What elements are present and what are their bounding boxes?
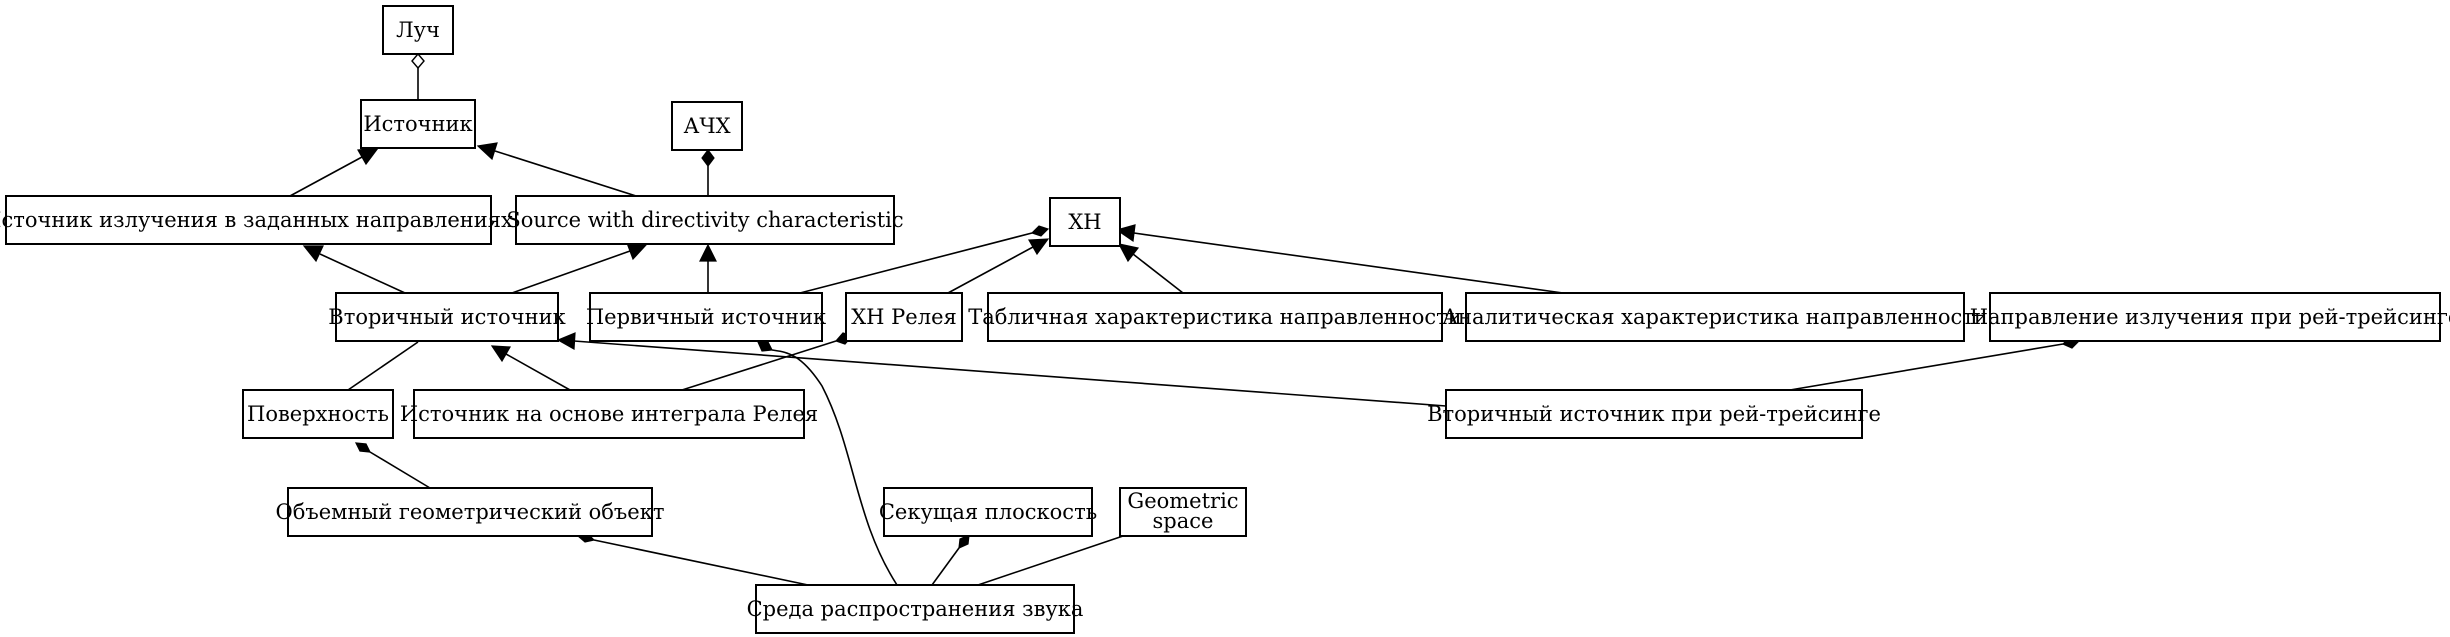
node-obemny-label: Объемный геометрический объект	[276, 500, 665, 524]
edge-istnapr-istochnik	[289, 147, 380, 197]
node-sekush-label: Секущая плоскость	[879, 500, 1097, 524]
node-geom-space-label-line1: Geometric	[1127, 489, 1238, 513]
edge-istreleya-vtorichny	[490, 345, 571, 391]
edge-vtorichny-istnapr	[302, 245, 406, 294]
edge-sreda-sekush	[931, 534, 970, 586]
node-istochnik-label: Источник	[363, 112, 472, 136]
node-achh-label: АЧХ	[683, 114, 730, 138]
node-obemny: Объемный геометрический объект	[276, 487, 665, 537]
arrow-marker	[1115, 224, 1136, 243]
arrow-marker	[556, 332, 576, 350]
node-poverhnost: Поверхность	[242, 389, 394, 439]
arrow-marker	[357, 147, 380, 166]
node-vtor-ray-label: Вторичный источник при рей-трейсинге	[1427, 402, 1881, 426]
diamond-marker	[1030, 225, 1050, 237]
diamond-marker	[354, 442, 372, 453]
node-poverhnost-label: Поверхность	[247, 402, 389, 426]
edge-pervichny-hn	[799, 225, 1050, 294]
node-geom-space: Geometric space	[1119, 487, 1247, 537]
arrow-marker	[490, 345, 512, 363]
edge-obemny-poverhnost	[354, 442, 431, 489]
arrow-marker	[626, 242, 648, 261]
edge-sreda-pervichny	[757, 341, 898, 586]
node-vtor-ray: Вторичный источник при рей-трейсинге	[1427, 389, 1881, 439]
node-source-dir-label: Source with directivity characteristic	[506, 208, 903, 232]
arrow-marker	[1117, 243, 1140, 263]
node-source-dir: Source with directivity characteristic	[506, 195, 904, 245]
node-hn-releya-label: ХН Релея	[851, 305, 957, 329]
node-istochnik: Источник	[360, 99, 476, 149]
edge-tablhar-hn	[1117, 243, 1184, 294]
node-sreda: Среда распространения звука	[747, 584, 1084, 634]
edge-sreda-obemny	[576, 532, 809, 586]
node-achh: АЧХ	[671, 101, 743, 151]
edge-vtorichny-sourcedir	[511, 242, 648, 294]
node-vtorichny-label: Вторичный источник	[328, 305, 565, 329]
edge-poverhnost-vtorichny	[347, 341, 419, 391]
node-pervichny: Первичный источник	[586, 292, 826, 342]
node-tabl-har-label: Табличная характеристика направленности	[968, 305, 1462, 329]
arrow-marker	[699, 243, 717, 262]
node-pervichny-label: Первичный источник	[586, 305, 826, 329]
open-diamond-marker	[411, 52, 425, 70]
node-luch-label: Луч	[396, 18, 440, 42]
diamond-marker	[958, 534, 970, 549]
diamond-marker	[757, 341, 773, 352]
node-istochnik-napr-label: Источник излучения в заданных направлени…	[0, 208, 513, 232]
node-geom-space-label-line2: space	[1153, 509, 1214, 533]
edge-analhar-hn	[1115, 224, 1564, 294]
edge-vtorray-vtorichny	[556, 332, 1447, 407]
node-ist-releya: Источник на основе интеграла Релея	[400, 389, 818, 439]
node-napr-ray-label: Направление излучения при рей-трейсинге	[1970, 305, 2450, 329]
edge-sourcedir-achh	[701, 149, 715, 196]
edge-vtorray-naprray	[1789, 336, 2081, 391]
node-vtorichny: Вторичный источник	[328, 292, 566, 342]
node-anal-har: Аналитическая характеристика направленно…	[1442, 292, 1988, 342]
node-hn-label: ХН	[1068, 210, 1101, 234]
edge-sreda-geomspace	[977, 535, 1124, 586]
node-sreda-label: Среда распространения звука	[747, 597, 1084, 621]
edge-hnreleya-hn	[947, 238, 1050, 294]
arrow-marker	[476, 142, 498, 161]
arrow-marker	[302, 245, 324, 263]
node-anal-har-label: Аналитическая характеристика направленно…	[1442, 305, 1988, 329]
node-ist-releya-label: Источник на основе интеграла Релея	[400, 402, 818, 426]
node-sekush: Секущая плоскость	[879, 487, 1097, 537]
node-napr-ray: Направление излучения при рей-трейсинге	[1970, 292, 2450, 342]
diamond-marker	[701, 149, 715, 167]
node-hn-releya: ХН Релея	[845, 292, 963, 342]
node-tabl-har: Табличная характеристика направленности	[968, 292, 1462, 342]
edge-luch-istochnik	[411, 52, 425, 100]
node-istochnik-napr: Источник излучения в заданных направлени…	[0, 195, 513, 245]
node-hn: ХН	[1049, 197, 1121, 247]
edge-sourcedir-istochnik	[476, 142, 637, 197]
arrow-marker	[1027, 238, 1050, 256]
node-luch: Луч	[382, 5, 454, 55]
edge-pervichny-sourcedir	[699, 243, 717, 293]
